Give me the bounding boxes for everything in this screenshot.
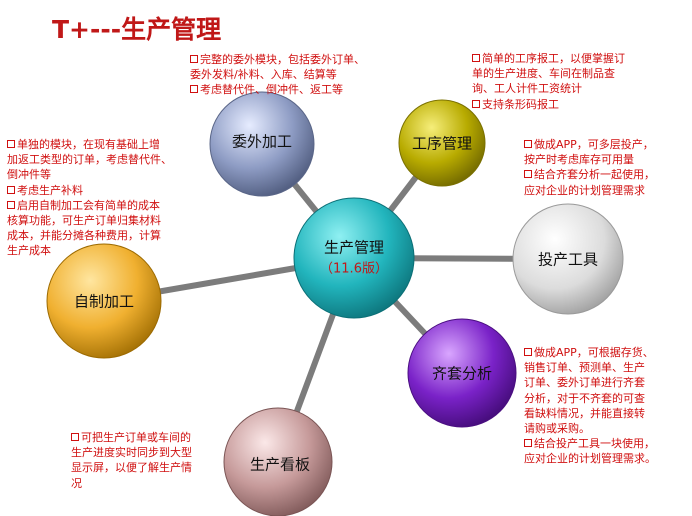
tools-description: 做成APP，可多层投产，按产时考虑库存可用量结合齐套分析一起使用，应对企业的计划… [524, 137, 655, 198]
kitting-description-line: 结合投产工具一块使用， [524, 436, 656, 451]
tools-label: 投产工具 [538, 251, 598, 269]
outsource-description-line: 考虑替代件、倒冲件、返工等 [190, 82, 365, 97]
process-description-line: 询、工人计件工资统计 [472, 82, 582, 96]
self-circle [46, 243, 162, 359]
tools-description-line: 结合齐套分析一起使用， [524, 167, 655, 182]
kitting-description-line: 做成APP，可根据存货、 [524, 345, 656, 360]
tools-circle [512, 203, 624, 315]
tools-description-line: 应对企业的计划管理需求 [524, 183, 645, 197]
kitting-description-line: 订单、委外订单进行齐套 [524, 376, 645, 390]
outsource-description-line: 完整的委外模块，包括委外订单、 [190, 52, 365, 67]
node-kitting: 齐套分析 [407, 318, 517, 428]
self-description-line: 考虑生产补料 [7, 183, 172, 198]
tools-description-line: 按产时考虑库存可用量 [524, 153, 634, 167]
self-description-line: 成本，并能分摊各种费用，计算 [7, 229, 161, 243]
node-self: 自制加工 [46, 243, 162, 359]
outsource-description-line: 委外发料/补料、入库、结算等 [190, 68, 337, 82]
self-description: 单独的模块，在现有基础上增加返工类型的订单，考虑替代件、倒冲件等考虑生产补料启用… [7, 137, 172, 259]
process-description-line: 单的生产进度、车间在制品查 [472, 67, 615, 81]
self-description-line: 倒冲件等 [7, 168, 51, 182]
kitting-label: 齐套分析 [432, 365, 492, 383]
outsource-label: 委外加工 [232, 133, 292, 151]
self-description-line: 加返工类型的订单，考虑替代件、 [7, 153, 172, 167]
board-description-line: 况 [71, 476, 82, 490]
kitting-description-line: 分析，对于不齐套的可查 [524, 391, 645, 405]
hub-node: 生产管理 （11.6版） [293, 197, 415, 319]
outsource-description: 完整的委外模块，包括委外订单、委外发料/补料、入库、结算等考虑替代件、倒冲件、返… [190, 52, 365, 98]
process-description: 简单的工序报工，以便掌握订单的生产进度、车间在制品查询、工人计件工资统计支持条形… [472, 51, 625, 112]
self-label: 自制加工 [74, 293, 134, 311]
board-label: 生产看板 [250, 456, 310, 474]
board-description: 可把生产订单或车间的生产进度实时同步到大型显示屏，以便了解生产情况 [71, 430, 192, 491]
node-outsource: 委外加工 [209, 91, 315, 197]
board-description-line: 显示屏，以便了解生产情 [71, 461, 192, 475]
kitting-circle [407, 318, 517, 428]
process-circle [398, 99, 486, 187]
self-description-line: 启用自制加工会有简单的成本 [7, 198, 172, 213]
hub-version: （11.6版） [320, 262, 388, 277]
kitting-description-line: 请购或采购。 [524, 422, 590, 436]
hub-circle [293, 197, 415, 319]
process-description-line: 支持条形码报工 [472, 97, 625, 112]
process-label: 工序管理 [412, 135, 472, 153]
self-description-line: 核算功能，可生产订单归集材料 [7, 214, 161, 228]
hub-label: 生产管理 [324, 239, 384, 257]
board-description-line: 可把生产订单或车间的 [71, 430, 192, 445]
page-title: T+---生产管理 [52, 15, 222, 44]
process-description-line: 简单的工序报工，以便掌握订 [472, 51, 625, 66]
tools-description-line: 做成APP，可多层投产， [524, 137, 655, 152]
self-description-line: 单独的模块，在现有基础上增 [7, 137, 172, 152]
self-description-line: 生产成本 [7, 244, 51, 258]
node-process: 工序管理 [398, 99, 486, 187]
node-tools: 投产工具 [512, 203, 624, 315]
kitting-description-line: 应对企业的计划管理需求。 [524, 452, 656, 466]
node-board: 生产看板 [223, 407, 333, 516]
kitting-description-line: 看缺料情况，并能直接转 [524, 406, 645, 420]
kitting-description-line: 销售订单、预测单、生产 [524, 361, 645, 375]
kitting-description: 做成APP，可根据存货、销售订单、预测单、生产订单、委外订单进行齐套分析，对于不… [524, 345, 656, 467]
board-circle [223, 407, 333, 516]
board-description-line: 生产进度实时同步到大型 [71, 446, 192, 460]
